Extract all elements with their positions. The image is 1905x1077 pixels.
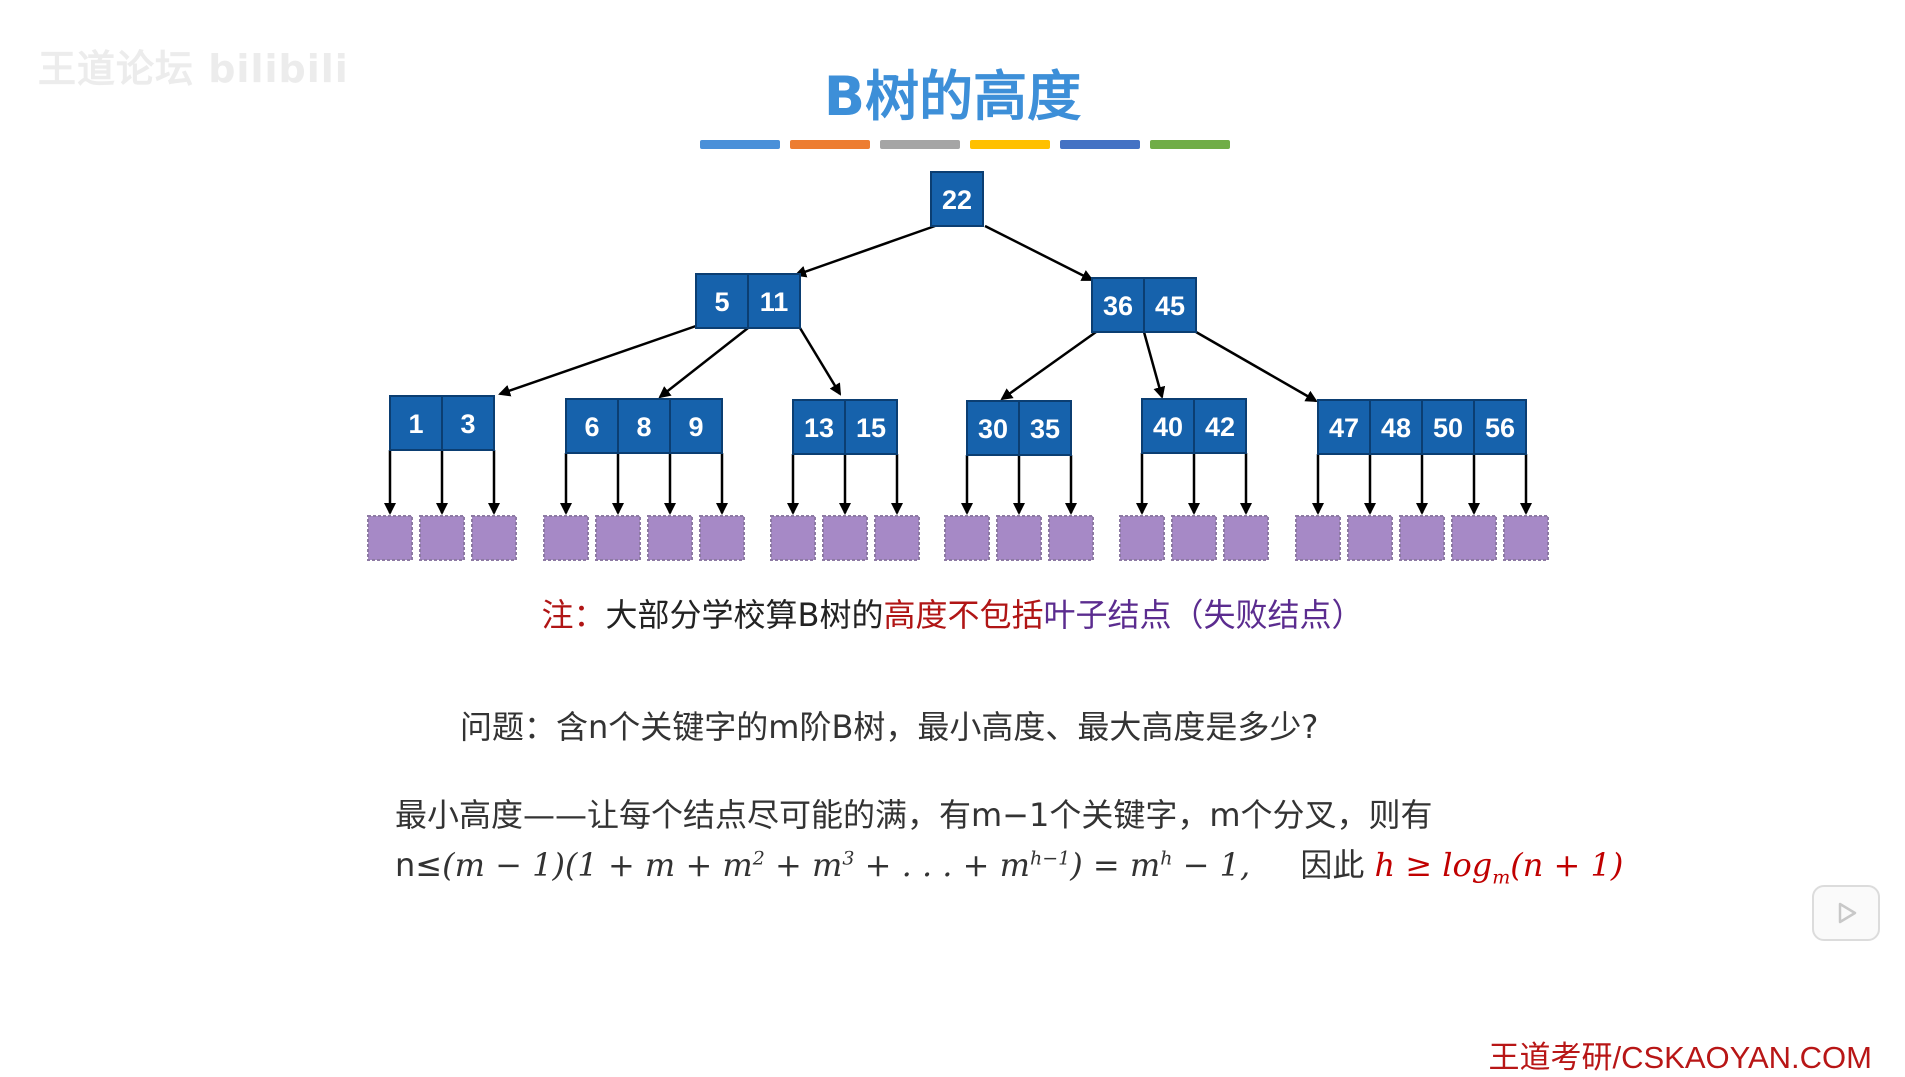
watermark: 王道论坛 bilibili bbox=[38, 47, 349, 91]
formula-suph1: h−1 bbox=[1029, 847, 1071, 870]
failure-node bbox=[1503, 515, 1549, 561]
node-key: 9 bbox=[688, 412, 703, 442]
root-node: 22 bbox=[930, 171, 984, 227]
node-key: 13 bbox=[804, 413, 834, 443]
edge-arrow bbox=[798, 327, 842, 396]
min-height-text: 最小高度——让每个结点尽可能的满，有m−1个关键字，m个分叉，则有 bbox=[395, 796, 1433, 834]
formula-result-a: h ≥ log bbox=[1374, 846, 1493, 884]
leaf-level-node: 47 48 50 56 bbox=[1317, 399, 1527, 455]
leaf-level-node: 13 15 bbox=[792, 399, 898, 455]
question: 问题：含n个关键字的m阶B树，最小高度、最大高度是多少? bbox=[460, 708, 1319, 746]
slide-title: B树的高度 bbox=[823, 65, 1082, 128]
failure-node bbox=[1451, 515, 1497, 561]
note-text-1: 大部分学校算B树的 bbox=[605, 596, 884, 634]
edge-arrow bbox=[794, 224, 936, 278]
failure-node bbox=[367, 515, 413, 561]
edge-arrow bbox=[1000, 330, 1097, 401]
node-key: 5 bbox=[714, 287, 729, 317]
formula-result-b: (n + 1) bbox=[1510, 846, 1624, 884]
node-key: 1 bbox=[408, 409, 423, 439]
edge-arrow bbox=[498, 324, 697, 397]
failure-node bbox=[1223, 515, 1269, 561]
failure-node bbox=[1347, 515, 1393, 561]
edge-arrow bbox=[1142, 331, 1166, 399]
formula-c: + . . . + m bbox=[854, 846, 1030, 884]
note-text-3: 叶子结点（失败结点） bbox=[1043, 596, 1364, 634]
failure-node bbox=[1295, 515, 1341, 561]
color-bar-segment bbox=[880, 140, 960, 149]
note: 注：大部分学校算B树的高度不包括叶子结点（失败结点） bbox=[0, 590, 1905, 636]
failure-node bbox=[996, 515, 1042, 561]
formula: n≤(m − 1)(1 + m + m2 + m3 + . . . + mh−1… bbox=[395, 840, 1623, 888]
failure-node bbox=[822, 515, 868, 561]
formula-d: ) = m bbox=[1070, 846, 1161, 884]
formula-sup2: 2 bbox=[752, 847, 765, 870]
failure-node bbox=[1048, 515, 1094, 561]
failure-node bbox=[1119, 515, 1165, 561]
failure-node bbox=[699, 515, 745, 561]
color-bar-segment bbox=[700, 140, 780, 149]
node-key: 48 bbox=[1381, 413, 1411, 443]
node-key: 56 bbox=[1485, 413, 1515, 443]
formula-sup3: 3 bbox=[842, 847, 855, 870]
formula-therefore: 因此 bbox=[1300, 846, 1365, 884]
note-prefix: 注： bbox=[541, 596, 606, 634]
note-text-2: 高度不包括 bbox=[883, 596, 1044, 634]
failure-node bbox=[1171, 515, 1217, 561]
failure-node bbox=[1399, 515, 1445, 561]
node-key: 36 bbox=[1103, 291, 1133, 321]
internal-node: 36 45 bbox=[1091, 277, 1197, 333]
footer-brand: 王道考研/CSKAOYAN.COM bbox=[1488, 1040, 1872, 1075]
node-key: 50 bbox=[1433, 413, 1463, 443]
leaf-level-node: 30 35 bbox=[966, 400, 1072, 456]
color-bar-segment bbox=[1150, 140, 1230, 149]
node-key: 15 bbox=[856, 413, 886, 443]
leaf-level-node: 6 8 9 bbox=[565, 398, 723, 454]
node-key: 11 bbox=[760, 287, 789, 317]
failure-node bbox=[419, 515, 465, 561]
node-key: 3 bbox=[460, 409, 475, 439]
play-button[interactable] bbox=[1812, 885, 1880, 941]
node-key: 8 bbox=[636, 412, 651, 442]
node-key: 30 bbox=[978, 414, 1008, 444]
node-key: 35 bbox=[1030, 414, 1060, 444]
formula-b: + m bbox=[764, 846, 843, 884]
formula-a: (m − 1)(1 + m + m bbox=[442, 846, 753, 884]
node-key: 47 bbox=[1329, 413, 1359, 443]
failure-node bbox=[770, 515, 816, 561]
failure-node bbox=[543, 515, 589, 561]
failure-node bbox=[944, 515, 990, 561]
node-key: 6 bbox=[584, 412, 599, 442]
edge-arrow bbox=[1195, 330, 1318, 403]
formula-result-sub: m bbox=[1492, 866, 1511, 889]
internal-node: 5 11 bbox=[695, 273, 801, 329]
edge-arrow bbox=[984, 224, 1094, 282]
formula-suph: h bbox=[1160, 847, 1173, 870]
edge-arrow bbox=[658, 327, 749, 399]
failure-node bbox=[595, 515, 641, 561]
color-bar-segment bbox=[970, 140, 1050, 149]
node-key: 42 bbox=[1205, 412, 1235, 442]
formula-lead: n≤ bbox=[395, 846, 443, 884]
node-key: 40 bbox=[1153, 412, 1183, 442]
node-key: 45 bbox=[1155, 291, 1185, 321]
failure-node bbox=[471, 515, 517, 561]
formula-e: − 1, bbox=[1172, 846, 1251, 884]
leaf-level-node: 40 42 bbox=[1141, 398, 1247, 454]
failure-node bbox=[647, 515, 693, 561]
color-bar-segment bbox=[1060, 140, 1140, 149]
node-key: 22 bbox=[942, 185, 972, 215]
failure-node bbox=[874, 515, 920, 561]
color-bar-segment bbox=[790, 140, 870, 149]
play-icon bbox=[1838, 902, 1857, 924]
